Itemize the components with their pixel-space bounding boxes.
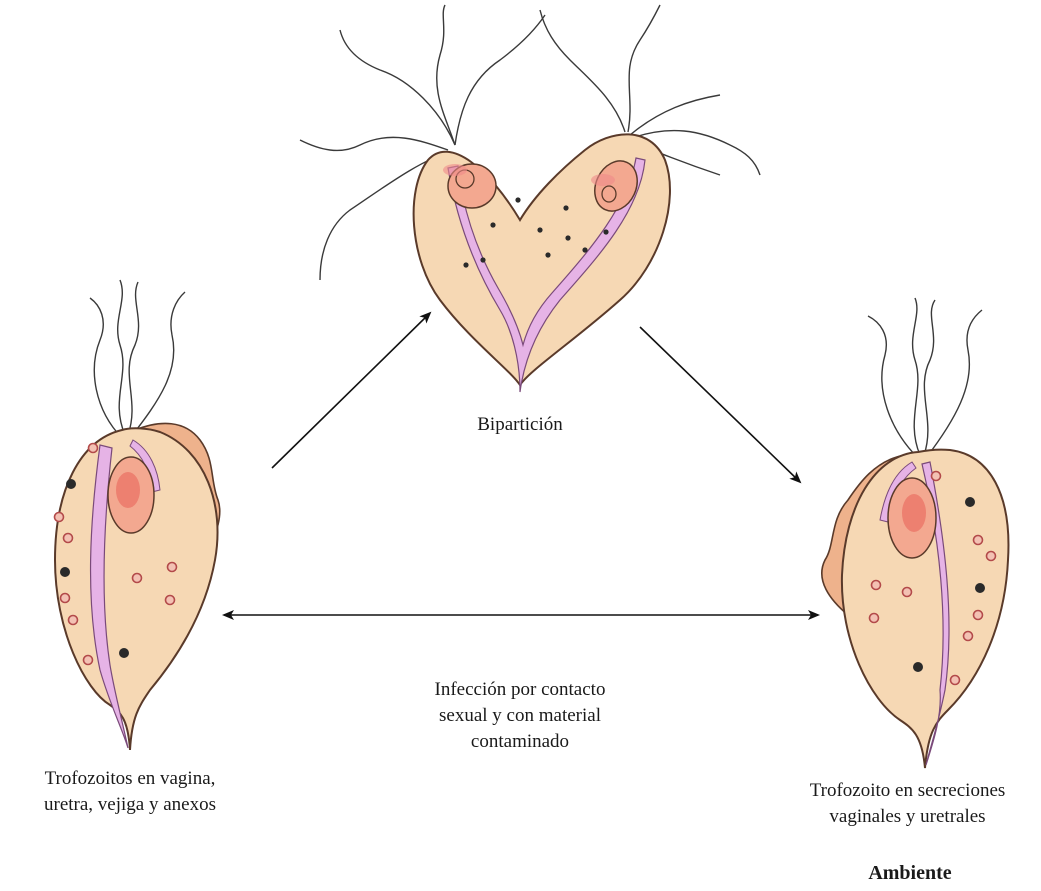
transmission-line-3: contaminado: [385, 729, 655, 755]
bipartition-trophozoite: [300, 5, 760, 392]
right-label-line-2: vaginales y uretrales: [775, 804, 1040, 830]
left-trophozoite: [55, 280, 220, 750]
right-trophozoite-label: Trofozoito en secreciones vaginales y ur…: [775, 778, 1040, 830]
left-trophozoite-label: Trofozoitos en vagina, uretra, vejiga y …: [0, 766, 260, 818]
transmission-line-1: Infección por contacto: [385, 677, 655, 703]
right-trophozoite: [822, 298, 1009, 768]
bipartition-text: Bipartición: [455, 412, 585, 438]
arrow-from-bipartition: [640, 327, 800, 482]
transmission-label: Infección por contacto sexual y con mate…: [385, 677, 655, 755]
bipartition-label: Bipartición: [455, 412, 585, 438]
transmission-line-2: sexual y con material: [385, 703, 655, 729]
left-label-line-1: Trofozoitos en vagina,: [0, 766, 260, 792]
left-label-line-2: uretra, vejiga y anexos: [0, 792, 260, 818]
right-label-line-1: Trofozoito en secreciones: [775, 778, 1040, 804]
arrow-to-bipartition: [272, 313, 430, 468]
environment-text: Ambiente: [840, 860, 980, 886]
environment-label: Ambiente: [840, 860, 980, 886]
